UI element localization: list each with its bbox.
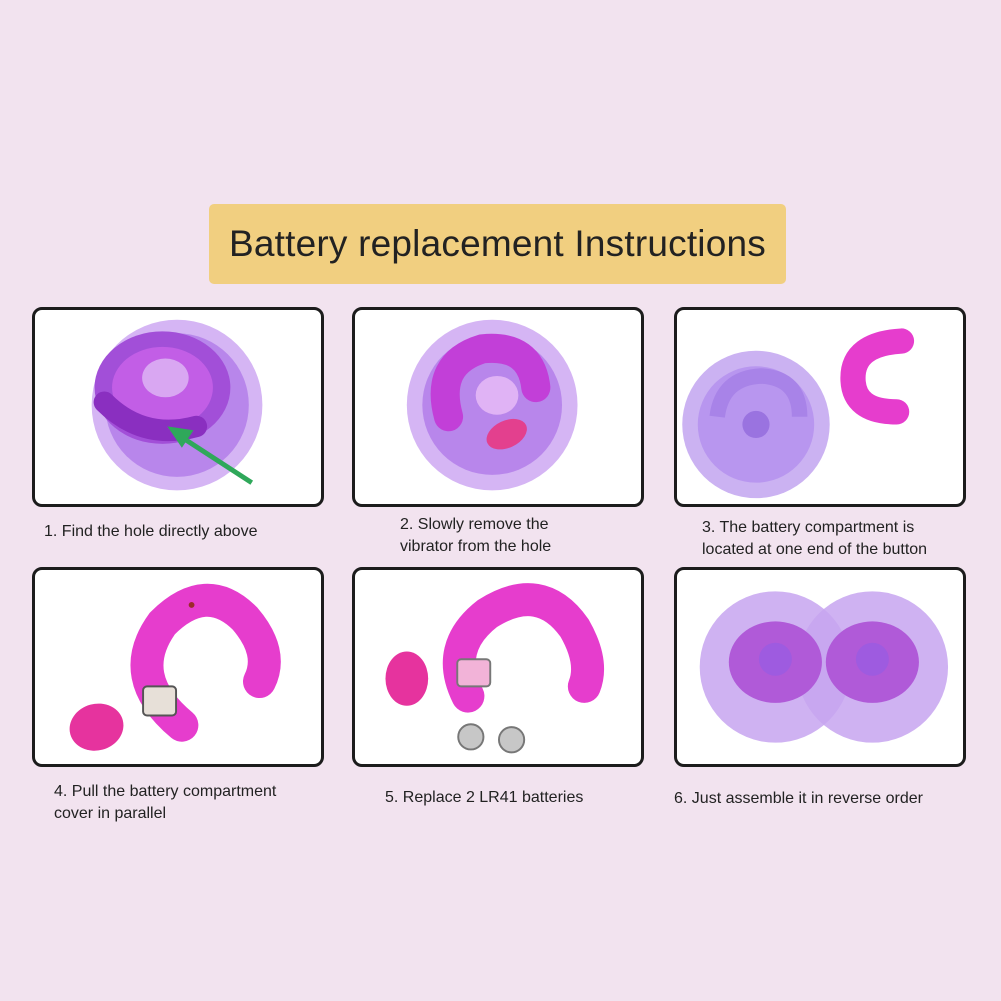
step-4-caption-line-2: cover in parallel xyxy=(54,805,167,822)
step-4-illustration xyxy=(69,583,281,751)
step-5-caption-line-1: 5. Replace 2 LR41 batteries xyxy=(385,789,584,806)
arrow-icon xyxy=(175,432,254,485)
arrowhead-icon xyxy=(167,426,194,448)
step-3-image xyxy=(674,307,966,507)
page-title: Battery replacement Instructions xyxy=(229,223,766,264)
step-3-caption-line-2: located at one end of the button xyxy=(702,541,928,558)
step-3-caption: 3. The battery compartment is located at… xyxy=(702,517,927,561)
step-2-caption-line-1: 2. Slowly remove the xyxy=(400,516,549,533)
step-4-caption: 4. Pull the battery compartment cover in… xyxy=(54,781,276,825)
battery-icon xyxy=(498,726,526,754)
step-2-illustration xyxy=(406,319,578,491)
step-5-caption: 5. Replace 2 LR41 batteries xyxy=(385,787,583,809)
step-5-illustration xyxy=(385,583,604,754)
battery-icon xyxy=(457,723,485,751)
step-1-caption-line-1: 1. Find the hole directly above xyxy=(44,523,258,540)
step-5-image xyxy=(352,567,644,767)
step-3-illustration xyxy=(682,328,915,499)
step-4-image xyxy=(32,567,324,767)
step-2-caption-line-2: vibrator from the hole xyxy=(400,538,552,555)
step-6-illustration xyxy=(699,591,949,743)
step-6-caption: 6. Just assemble it in reverse order xyxy=(674,788,923,810)
step-3-caption-line-1: 3. The battery compartment is xyxy=(702,519,915,536)
step-2-caption: 2. Slowly remove the vibrator from the h… xyxy=(400,514,551,558)
step-1-image xyxy=(32,307,324,507)
step-6-caption-line-1: 6. Just assemble it in reverse order xyxy=(674,790,923,807)
title-banner: Battery replacement Instructions xyxy=(209,204,786,284)
step-2-image xyxy=(352,307,644,507)
step-4-caption-line-1: 4. Pull the battery compartment xyxy=(54,783,277,800)
step-1-illustration xyxy=(91,319,263,491)
step-6-image xyxy=(674,567,966,767)
step-1-caption: 1. Find the hole directly above xyxy=(44,521,257,543)
